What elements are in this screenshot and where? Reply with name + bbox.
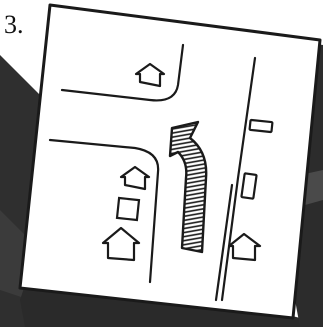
building-icon [117, 198, 139, 220]
figure-number: 3. [4, 12, 24, 38]
car-icon [241, 173, 256, 198]
car-icon [250, 120, 273, 132]
map-sheet [20, 5, 320, 318]
